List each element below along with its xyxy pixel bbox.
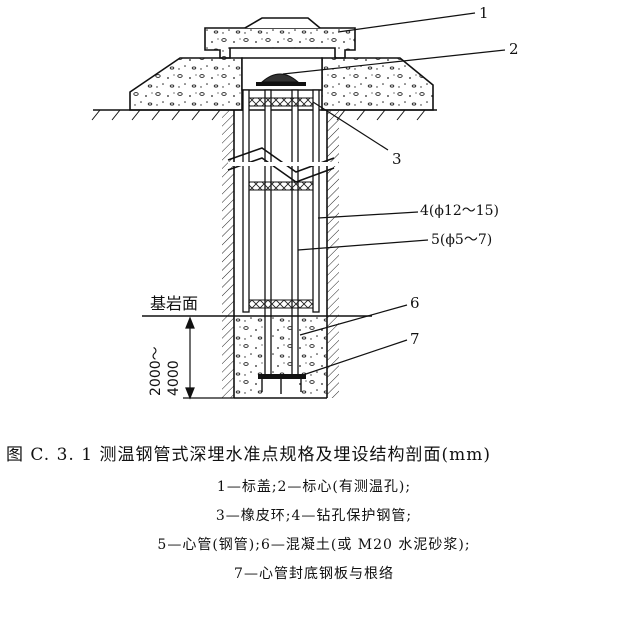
legend-line-3: 5—心管(钢管);6—混凝土(或 M20 水泥砂浆); — [157, 537, 471, 553]
caption-title: 图 C. 3. 1 测温钢管式深埋水准点规格及埋设结构剖面(mm) — [6, 445, 491, 465]
protective-casing-right — [312, 89, 320, 313]
depth-dimension — [183, 316, 234, 400]
legend-line-4: 7—心管封底钢板与根络 — [234, 566, 394, 582]
callout-2: 2 — [509, 40, 519, 58]
depth-label-bottom: 4000 — [166, 360, 182, 396]
protective-casing-left — [242, 89, 250, 313]
concrete-fill-left — [235, 316, 265, 398]
rubber-ring-bottom — [248, 299, 314, 309]
depth-label-top: 2000～ — [148, 346, 164, 396]
core-pipe-left — [264, 89, 272, 379]
callout-5: 5(ϕ5～7) — [431, 232, 492, 248]
callout-4: 4(ϕ12～15) — [420, 203, 499, 219]
benchmark-plate — [256, 82, 306, 86]
concrete-fill-right — [298, 316, 327, 398]
legend-line-1: 1—标盖;2—标心(有测温孔); — [216, 479, 412, 495]
borehole-wall-right — [327, 110, 339, 398]
legend-line-2: 3—橡皮环;4—钻孔保护钢管; — [215, 508, 413, 524]
concrete-fill-middle — [271, 316, 292, 376]
anchor-roots — [261, 379, 302, 394]
rubber-ring-top — [248, 97, 314, 107]
ground-hatching — [91, 109, 426, 121]
cover-handle — [244, 17, 321, 29]
bedrock-label: 基岩面 — [150, 294, 198, 313]
core-pipe-right — [291, 89, 299, 379]
benchmark-head — [260, 73, 300, 83]
benchmark-section-diagram: 2000～ 4000 基岩面 1 2 3 4(ϕ12～15) 5(ϕ5～7) 6… — [91, 4, 519, 400]
callout-1: 1 — [479, 4, 489, 22]
core-bottom-plate — [258, 374, 306, 379]
benchmark-cover — [204, 27, 356, 59]
borehole-wall-left — [222, 110, 234, 398]
callout-6: 6 — [410, 294, 420, 312]
leader-lines — [282, 12, 506, 377]
rubber-ring-middle — [248, 181, 314, 191]
callout-3: 3 — [392, 150, 402, 168]
callout-7: 7 — [410, 330, 420, 348]
